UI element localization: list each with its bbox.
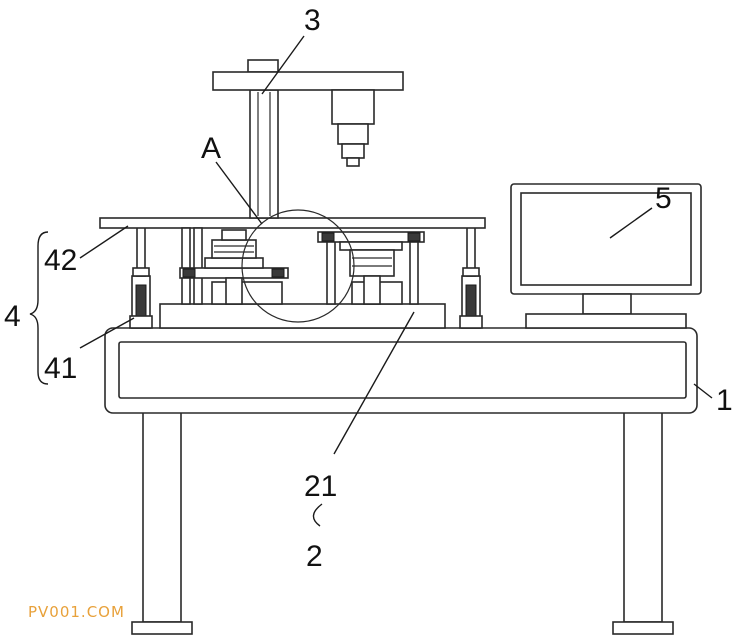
upper-plate bbox=[99, 217, 486, 229]
label-21: 21 bbox=[304, 470, 337, 503]
label-1: 1 bbox=[716, 384, 733, 417]
table-legs bbox=[131, 411, 674, 635]
vertical-column bbox=[212, 59, 404, 219]
bracket-4 bbox=[29, 231, 49, 385]
detail-circle-a bbox=[241, 209, 355, 323]
base-platform bbox=[159, 303, 446, 329]
label-41: 41 bbox=[44, 352, 77, 385]
leader-lines bbox=[79, 35, 713, 527]
label-4: 4 bbox=[4, 300, 21, 333]
table-body bbox=[104, 327, 698, 414]
lift-cylinders bbox=[129, 225, 483, 329]
label-2: 2 bbox=[306, 540, 323, 573]
left-spindle bbox=[179, 229, 289, 305]
monitor bbox=[510, 183, 702, 329]
label-42: 42 bbox=[44, 244, 77, 277]
label-a: A bbox=[201, 132, 221, 165]
right-spindle bbox=[317, 231, 425, 305]
label-3: 3 bbox=[304, 4, 321, 37]
cutting-head bbox=[331, 89, 375, 167]
watermark: PV001.COM bbox=[28, 603, 125, 621]
label-5: 5 bbox=[655, 182, 672, 215]
